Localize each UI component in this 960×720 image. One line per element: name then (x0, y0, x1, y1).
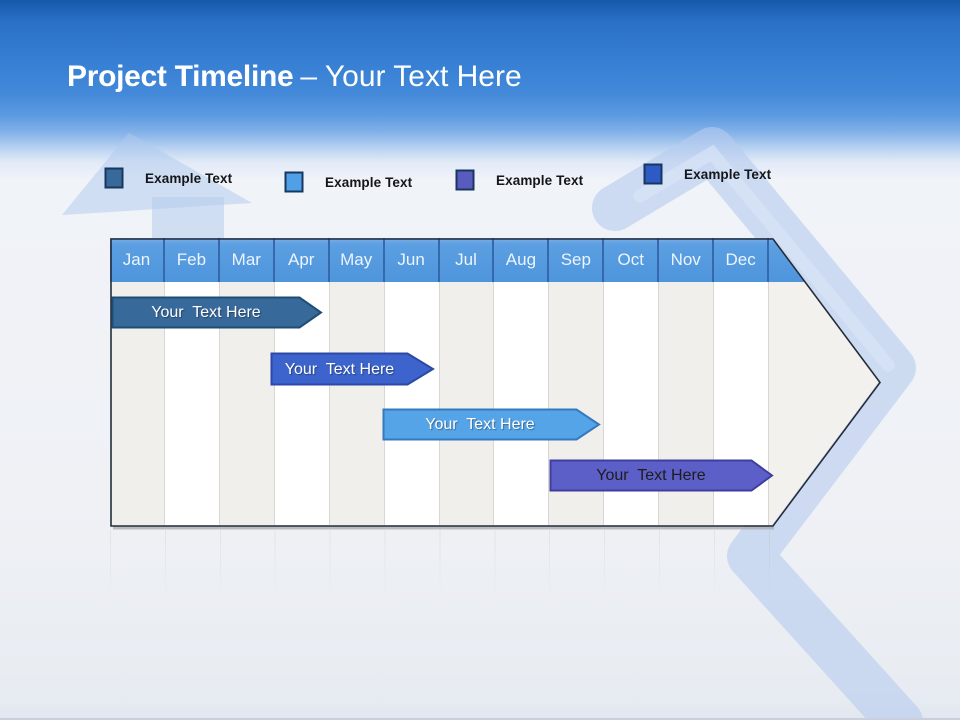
legend-item-4[interactable]: Example Text (643, 163, 771, 185)
month-cell-jun[interactable]: Jun (385, 238, 440, 282)
gantt-bar-3[interactable]: Your Text Here (382, 408, 601, 441)
legend-swatch-4 (643, 163, 663, 185)
legend-swatch-2 (284, 171, 304, 193)
gantt-bar-4-label: Your Text Here (596, 466, 706, 484)
slide-title-placeholder: – Your Text Here (300, 60, 522, 93)
legend-label-3: Example Text (496, 172, 584, 188)
month-cell-may[interactable]: May (330, 238, 385, 282)
legend-swatch-1 (104, 167, 124, 189)
month-cell-aug[interactable]: Aug (494, 238, 550, 282)
grid-col-jun (384, 282, 440, 525)
legend-swatch-3 (455, 169, 475, 191)
table-reflection (110, 530, 770, 618)
gantt-bar-2-label: Your Text Here (284, 360, 395, 378)
legend-item-2[interactable]: Example Text (284, 171, 412, 193)
month-cell-nov[interactable]: Nov (659, 238, 715, 282)
month-cell-jan[interactable]: Jan (110, 238, 165, 282)
month-cell-sep[interactable]: Sep (549, 238, 605, 282)
slide-title[interactable]: Project Timeline– Your Text Here (67, 60, 522, 94)
grid-col-jul (439, 282, 495, 525)
slide-title-main: Project Timeline (67, 60, 294, 93)
gantt-bar-2[interactable]: Your Text Here (270, 352, 435, 386)
month-cell-jul[interactable]: Jul (440, 238, 495, 282)
legend-label-2: Example Text (325, 174, 413, 190)
legend-label-4: Example Text (684, 166, 772, 182)
month-cell-mar[interactable]: Mar (220, 238, 275, 282)
legend-label-1: Example Text (145, 170, 233, 186)
month-cell-oct[interactable]: Oct (604, 238, 660, 282)
legend-item-3[interactable]: Example Text (455, 169, 583, 191)
month-cell-dec[interactable]: Dec (714, 238, 770, 282)
grid-col-aug (494, 282, 550, 525)
gantt-bar-3-label: Your Text Here (425, 415, 535, 433)
month-cell-apr[interactable]: Apr (275, 238, 330, 282)
gantt-bar-1[interactable]: Your Text Here (111, 296, 323, 329)
month-cell-feb[interactable]: Feb (165, 238, 220, 282)
gantt-bar-4[interactable]: Your Text Here (549, 459, 774, 492)
gantt-bar-1-label: Your Text Here (151, 303, 261, 321)
grid-col-may (329, 282, 385, 525)
month-header-row: Jan Feb Mar Apr May Jun Jul Aug Sep Oct … (110, 238, 770, 282)
legend-item-1[interactable]: Example Text (104, 167, 232, 189)
